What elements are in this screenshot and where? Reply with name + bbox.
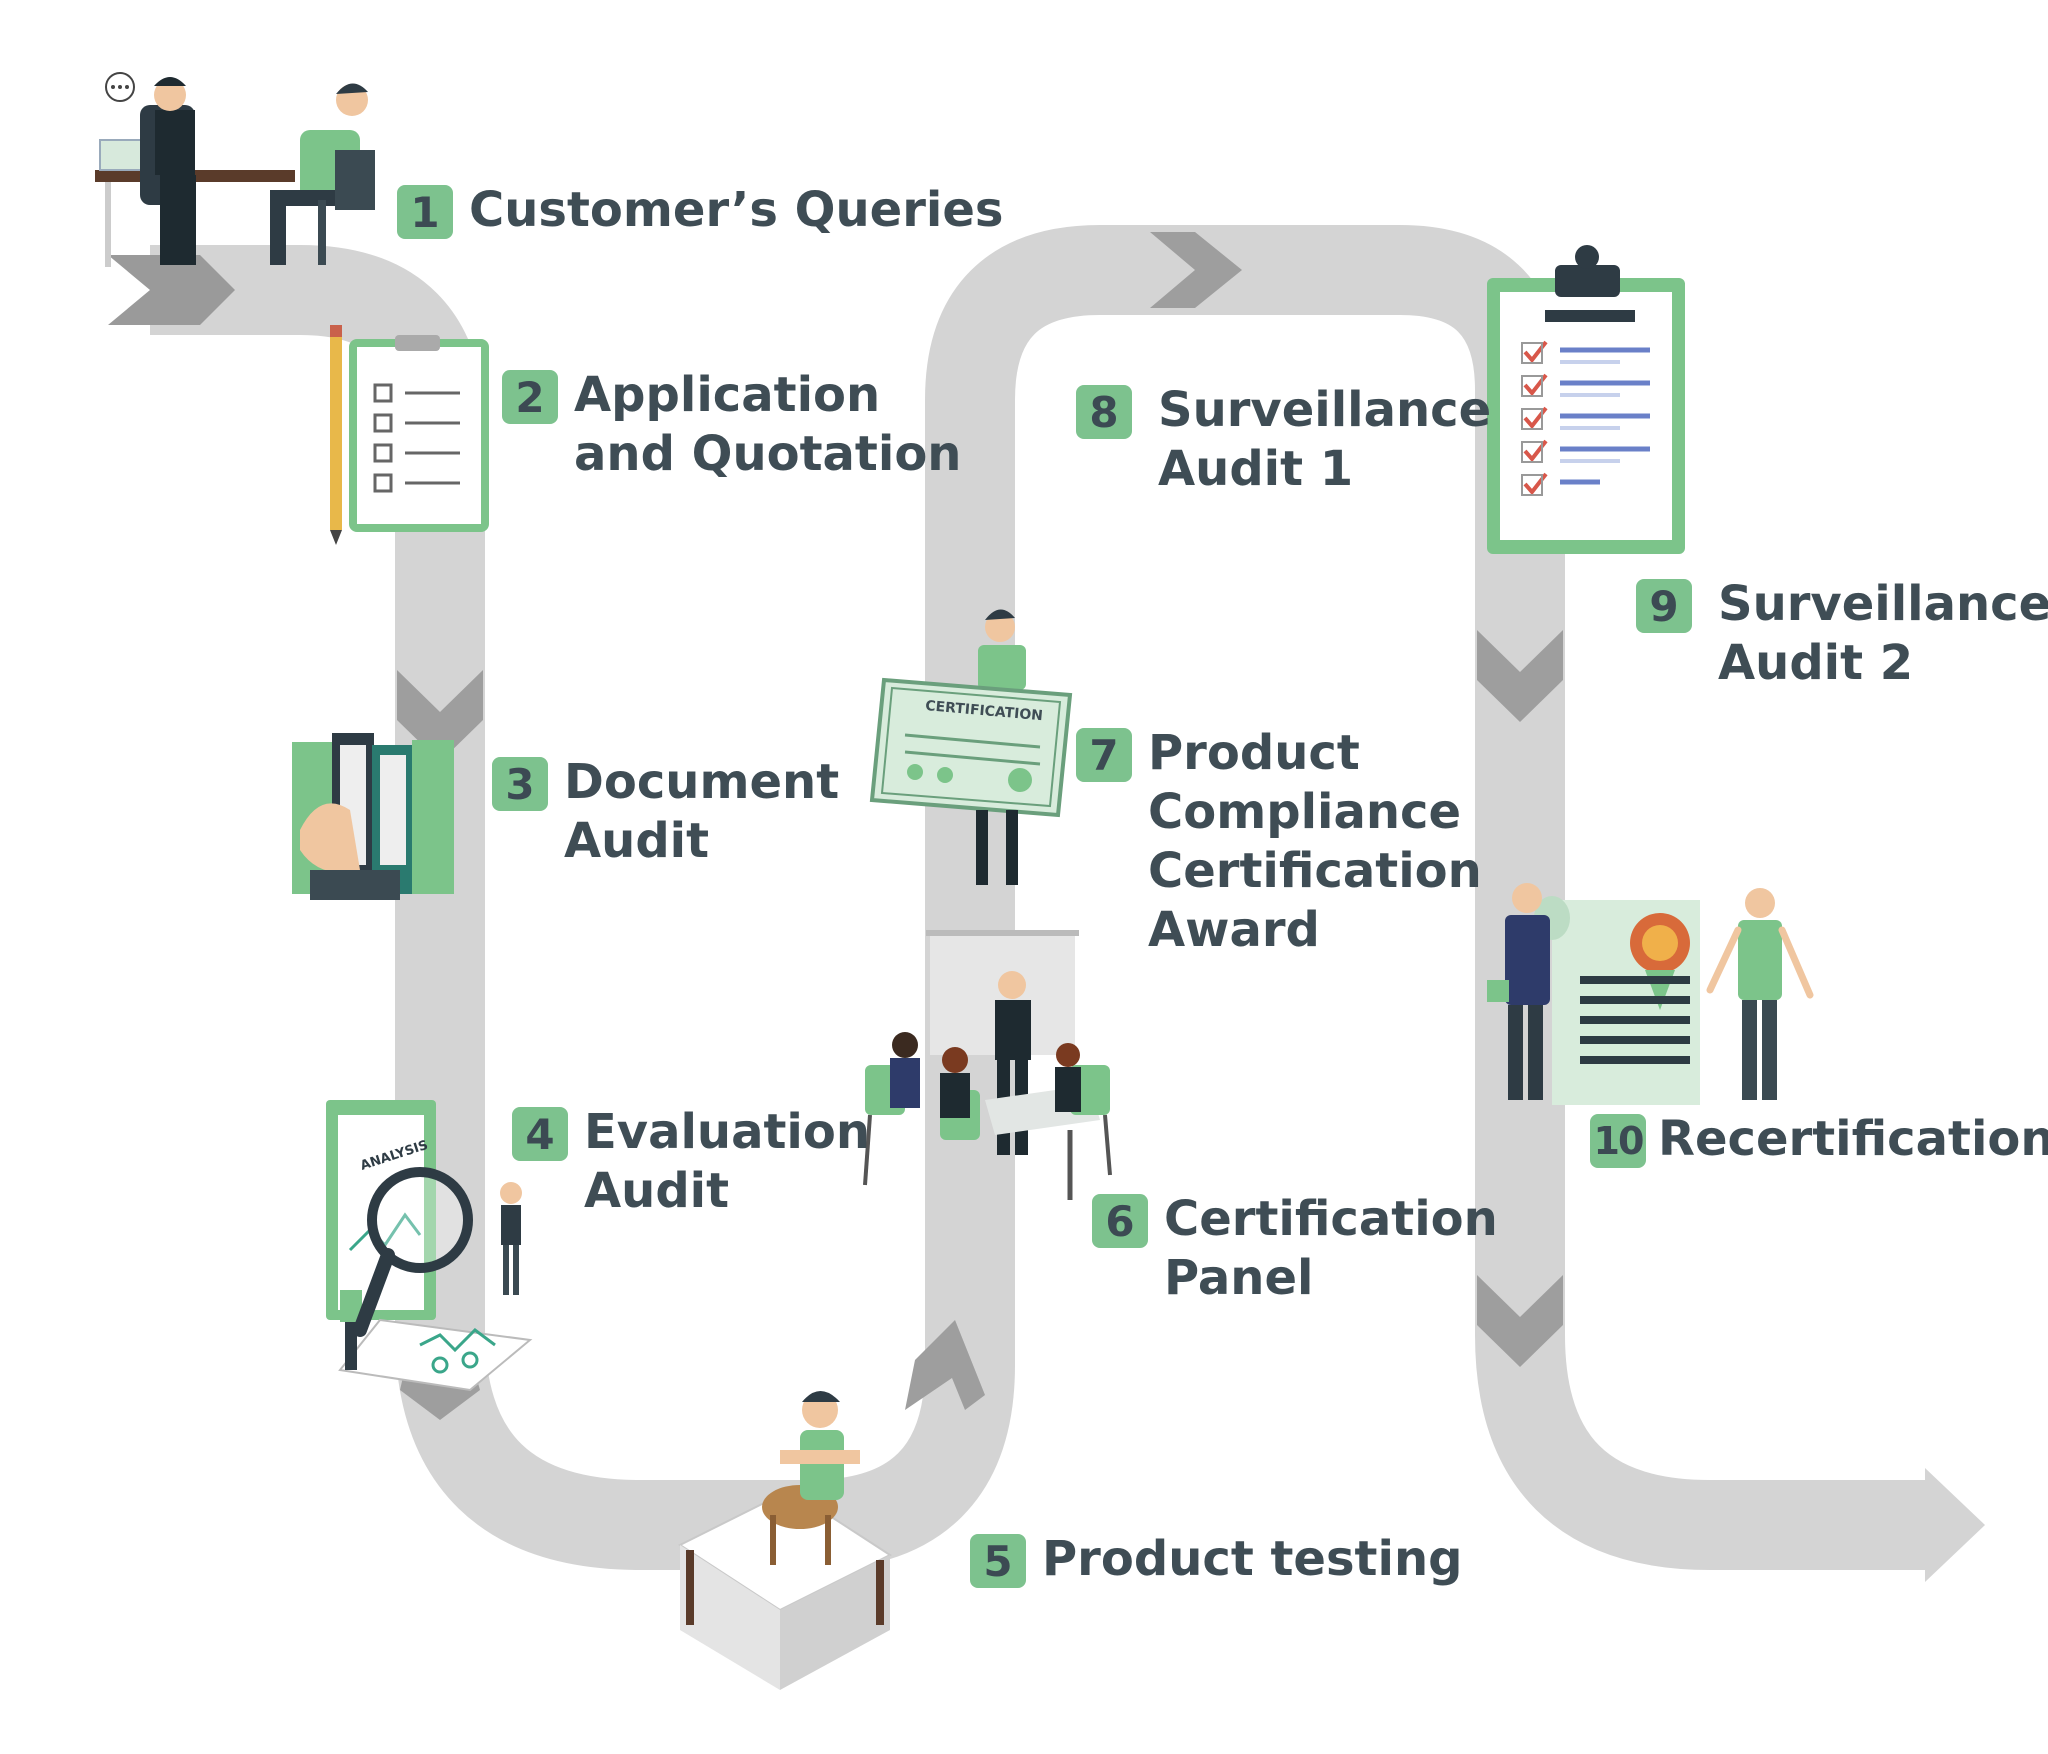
- step-2-badge: 2: [502, 370, 558, 424]
- step-6-badge: 6: [1092, 1194, 1148, 1248]
- panel-meeting-illustration: [863, 930, 1112, 1200]
- meeting-illustration: [95, 72, 375, 267]
- magnifier-icon: [353, 1167, 473, 1337]
- step-5: 5 Product testing: [970, 1530, 1462, 1589]
- pencil-icon: [330, 325, 342, 545]
- step-10-label: Recertification: [1658, 1111, 2048, 1167]
- step-8-badge: 8: [1076, 385, 1132, 439]
- certificate-award-illustration: CERTIFICATION: [869, 609, 1073, 885]
- step-7-badge: 7: [1076, 728, 1132, 782]
- recertification-illustration: [1487, 883, 1814, 1105]
- flow-start-notch: [108, 255, 235, 325]
- checklist-clipboard-icon: [349, 335, 489, 532]
- step-3-badge: 3: [492, 757, 548, 811]
- binders-illustration: [292, 733, 454, 900]
- step-10-badge: 10: [1590, 1114, 1646, 1168]
- step-1-label: Customer’s Queries: [469, 182, 1004, 238]
- product-testing-illustration: [677, 1391, 893, 1690]
- audit-clipboard-icon: [1487, 245, 1685, 554]
- step-5-badge: 5: [970, 1534, 1026, 1588]
- step-5-label: Product testing: [1042, 1531, 1463, 1587]
- step-1: 1 Customer’s Queries: [397, 181, 1003, 240]
- step-1-badge: 1: [397, 185, 453, 239]
- flow-arrowhead: [1925, 1468, 1985, 1582]
- step-9-badge: 9: [1636, 579, 1692, 633]
- step-4-badge: 4: [512, 1107, 568, 1161]
- step-10: 10 Recertification: [1590, 1110, 2048, 1169]
